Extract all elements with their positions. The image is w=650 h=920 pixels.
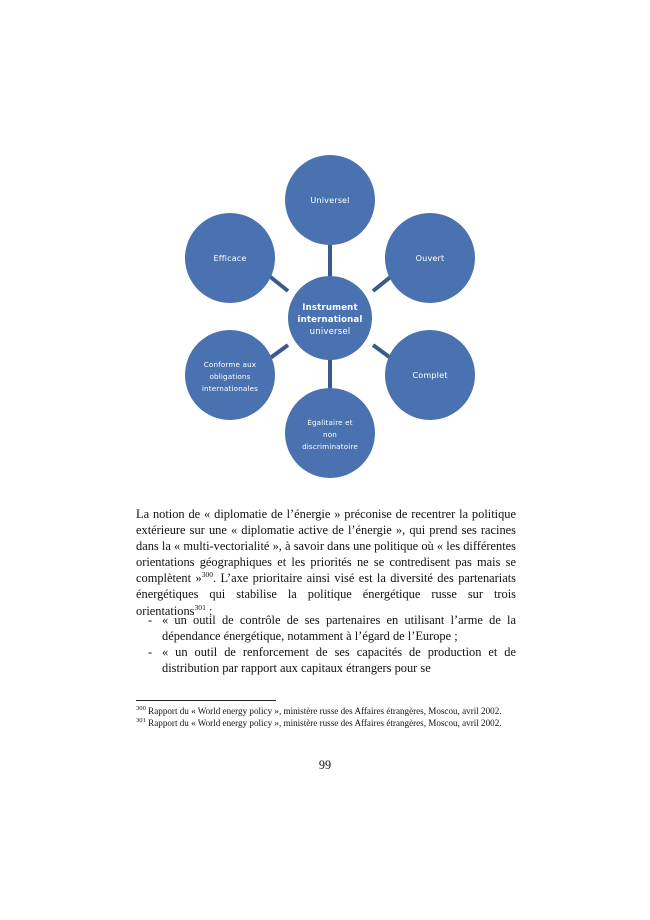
footnote-text-301: Rapport du « World energy policy », mini…	[148, 717, 502, 728]
footnote-reference-301[interactable]: 301	[194, 602, 206, 612]
node-circle-universel	[285, 155, 375, 245]
bullet-list: - « un outil de contrôle de ses partenai…	[136, 612, 516, 676]
diagram-node-complet[interactable]: Complet	[385, 330, 475, 420]
list-item-text: « un outil de renforcement de ses capaci…	[162, 645, 516, 676]
node-circle-egalitaire	[285, 388, 375, 478]
body-paragraph: La notion de « diplomatie de l’énergie »…	[136, 506, 516, 619]
diagram-node-center[interactable]: Instrument international universel	[288, 276, 372, 360]
footnote-entry: 301 Rapport du « World energy policy », …	[136, 716, 516, 730]
node-circle-conforme	[185, 330, 275, 420]
node-circle-efficace	[185, 213, 275, 303]
body-paragraph-part2: . L’axe prioritaire ainsi visé est la di…	[136, 571, 516, 618]
footnote-separator-rule	[136, 700, 276, 701]
node-label-center-line3: universel	[310, 327, 351, 337]
node-label-egalitaire-line1: Égalitaire et	[307, 418, 352, 427]
body-paragraph-part1: La notion de « diplomatie de l’énergie »…	[136, 507, 516, 586]
body-paragraph-part3: :	[205, 603, 213, 618]
diagram-node-ouvert[interactable]: Ouvert	[385, 213, 475, 303]
node-label-center-line1: Instrument	[302, 303, 357, 313]
node-label-center-line2: international	[298, 315, 363, 325]
footnote-mark-300: 300	[136, 704, 146, 712]
diagram-node-conforme[interactable]: Conforme aux obligations internationales	[185, 330, 275, 420]
node-circle-complet	[385, 330, 475, 420]
bullet-dash-icon: -	[148, 613, 153, 627]
footnote-reference-300[interactable]: 300	[201, 570, 214, 580]
node-label-egalitaire-line2: non	[323, 430, 337, 439]
footnote-entry: 300 Rapport du « World energy policy », …	[136, 704, 516, 718]
diagram-node-efficace[interactable]: Efficace	[185, 213, 275, 303]
node-label-efficace: Efficace	[213, 253, 246, 263]
diagram-node-universel[interactable]: Universel	[285, 155, 375, 245]
list-item-text: « un outil de contrôle de ses partenaire…	[162, 613, 516, 644]
footnote-block: 300 Rapport du « World energy policy », …	[136, 704, 516, 730]
node-circle-ouvert	[385, 213, 475, 303]
node-circle-center	[288, 276, 372, 360]
bullet-dash-icon: -	[148, 645, 153, 660]
footnote-text-300: Rapport du « World energy policy », mini…	[148, 706, 502, 716]
hub-and-spoke-diagram: Universel Ouvert Complet Égalitaire et n…	[170, 145, 500, 490]
list-item: - « un outil de renforcement de ses capa…	[136, 644, 516, 676]
node-label-universel: Universel	[310, 195, 349, 205]
diagram-canvas: Universel Ouvert Complet Égalitaire et n…	[185, 155, 475, 478]
node-label-conforme-line2: obligations	[209, 372, 250, 381]
list-item: - « un outil de contrôle de ses partenai…	[136, 612, 516, 644]
body-paragraph-block: La notion de « diplomatie de l’énergie »…	[136, 506, 516, 619]
node-label-egalitaire-line3: discriminatoire	[302, 442, 358, 451]
footnote-mark-301: 301	[136, 716, 146, 724]
node-label-complet: Complet	[412, 370, 447, 380]
node-label-ouvert: Ouvert	[416, 253, 445, 263]
node-label-conforme-line3: internationales	[202, 384, 258, 393]
page-number: 99	[318, 758, 332, 772]
diagram-node-egalitaire[interactable]: Égalitaire et non discriminatoire	[285, 388, 375, 478]
node-label-conforme-line1: Conforme aux	[204, 360, 257, 369]
